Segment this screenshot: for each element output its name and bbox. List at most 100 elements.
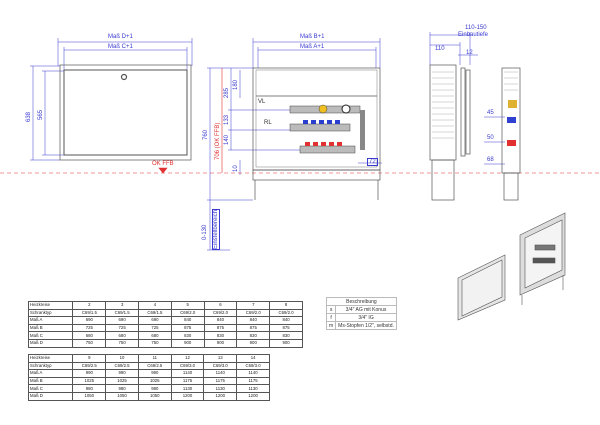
- legend-key: s: [325, 305, 337, 314]
- dim-maß-d: Maß D+1: [108, 34, 133, 40]
- table-cell: 1050: [105, 391, 139, 401]
- flow-label: VL: [258, 99, 266, 105]
- floor-level-lines: [0, 68, 600, 174]
- dim-760: 760: [203, 129, 209, 140]
- row-header: Maß C: [27, 384, 74, 393]
- dim-68: 68: [487, 157, 494, 163]
- table-cell: 1140: [203, 369, 238, 378]
- table-cell: 4: [138, 301, 172, 310]
- dim-706-ok-ffb: 706 (OK FFB): [215, 122, 221, 160]
- depth-range: 110-150: [465, 25, 487, 31]
- table-cell: 1175: [170, 376, 205, 386]
- table-cell: 13: [203, 354, 238, 363]
- row-header: Maß D: [27, 338, 74, 348]
- table-cell: 14: [236, 354, 270, 363]
- dim-45: 45: [487, 110, 494, 116]
- table-cell: 690: [105, 316, 140, 325]
- row-header: Maß A: [27, 316, 74, 325]
- table-cell: 2: [72, 301, 107, 310]
- table-cell: 830: [170, 331, 205, 340]
- table-cell: 1200: [236, 391, 270, 401]
- table-cell: 900: [170, 338, 205, 348]
- table-cell: 725: [72, 323, 107, 333]
- table-cell: 875: [203, 323, 238, 333]
- row-header: Maß C: [27, 331, 74, 340]
- row-header: Maß B: [27, 323, 74, 333]
- table-cell: 840: [236, 316, 271, 325]
- table-cell: 725: [105, 323, 140, 333]
- table-cell: 840: [269, 316, 303, 325]
- row-header: Maß B: [27, 376, 74, 386]
- dimension-lines: [30, 32, 505, 251]
- table-cell: 1130: [170, 384, 205, 393]
- legend-text: Ms-Stopfen 1/2", selbstd.: [335, 321, 397, 330]
- table-cell: 900: [269, 338, 303, 348]
- dim-12: 12: [466, 50, 473, 56]
- table-cell: 830: [269, 331, 303, 340]
- dim-maß-b: Maß B+1: [300, 34, 325, 40]
- table-cell: 6: [203, 301, 238, 310]
- table-cell: C69/1.5: [138, 308, 172, 318]
- dim-110: 110: [435, 46, 445, 52]
- table-cell: 690: [72, 316, 107, 325]
- depth-label: Einbautiefe: [458, 32, 489, 38]
- row-header: Schranktyp: [27, 361, 74, 371]
- table-cell: 12: [170, 354, 205, 363]
- table-cell: 1050: [72, 391, 107, 401]
- table-cell: 1025: [105, 376, 139, 386]
- table-cell: 1200: [170, 391, 205, 401]
- dim-638: 638: [26, 111, 32, 122]
- legend-key: m: [325, 321, 337, 330]
- table-cell: 980: [105, 384, 139, 393]
- table-cell: C69/2.5: [72, 361, 107, 371]
- table-cell: C69/2.0: [203, 308, 238, 318]
- dim-565: 565: [38, 109, 44, 120]
- table-cell: C69/2.5: [137, 361, 172, 371]
- table-cell: 3: [105, 301, 140, 310]
- table-cell: C69/1.5: [105, 308, 140, 318]
- table-cell: 900: [236, 338, 271, 348]
- table-cell: 830: [203, 331, 238, 340]
- legend-text: 3/4" AG mit Konus: [335, 305, 397, 314]
- dim-maß-c: Maß C+1: [108, 44, 133, 50]
- table-cell: C69/3.0: [203, 361, 238, 371]
- table-cell: 840: [203, 316, 238, 325]
- legend-title: Beschreibung: [326, 297, 397, 306]
- table-cell: 690: [138, 316, 172, 325]
- table-cell: C69/3.0: [236, 361, 270, 371]
- table-cell: 1175: [203, 376, 238, 386]
- row-header: Maß D: [27, 391, 74, 401]
- table-cell: 1050: [137, 391, 172, 401]
- dim-72: 72: [367, 158, 378, 166]
- dim-140: 140: [224, 134, 230, 145]
- table-cell: 750: [105, 338, 140, 348]
- row-header: Heizkreise: [27, 354, 74, 363]
- table-cell: 1140: [236, 369, 270, 378]
- table-cell: 980: [137, 384, 172, 393]
- isometric-views: [457, 212, 566, 321]
- row-header: Maß A: [27, 369, 74, 378]
- table-cell: 1025: [137, 376, 172, 386]
- return-label: RL: [264, 120, 272, 126]
- table-cell: 1025: [72, 376, 107, 386]
- row-header: Heizkreise: [27, 301, 74, 310]
- table-cell: 1130: [203, 384, 238, 393]
- table-cell: 11: [137, 354, 172, 363]
- table-cell: 10: [105, 354, 139, 363]
- table-cell: 1130: [236, 384, 270, 393]
- dim-50: 50: [487, 135, 494, 141]
- table-cell: 9: [72, 354, 107, 363]
